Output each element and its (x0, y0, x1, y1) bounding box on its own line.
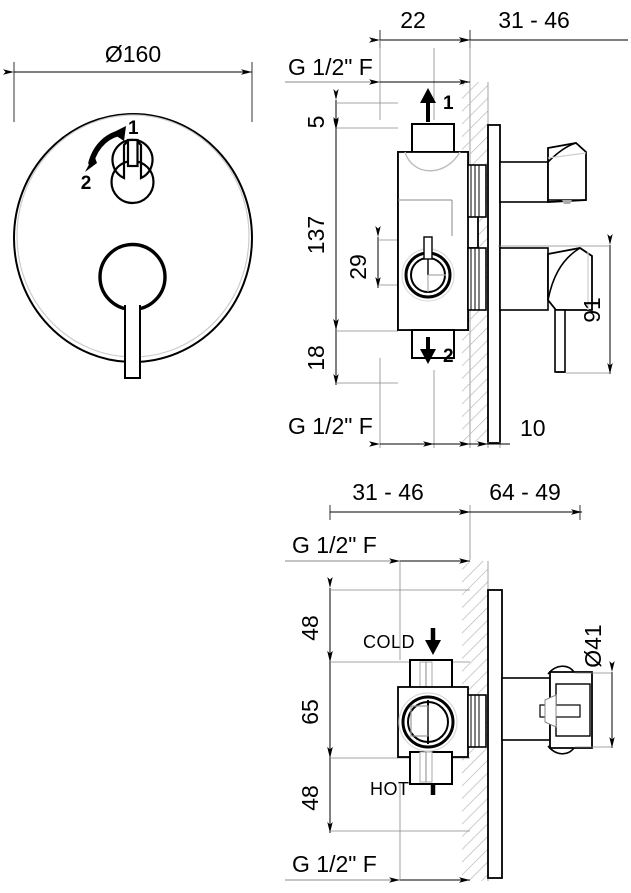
label-plate-diameter: Ø160 (105, 41, 161, 67)
mixer-lever-handle[interactable] (98, 242, 167, 379)
label-top-spacing: 48 (297, 615, 323, 641)
label-depth-range-left-lower: 31 - 46 (352, 479, 424, 505)
label-position-2: 2 (81, 173, 92, 194)
label-depth-range-right-lower: 64 - 49 (489, 479, 561, 505)
dimension-handle-height (498, 234, 613, 374)
label-hot-inlet: HOT (370, 779, 410, 799)
side-section-view-upper: 22 31 - 46 G 1/2" F 5 137 29 (285, 7, 628, 448)
mixer-handle-upper[interactable] (499, 247, 593, 373)
dimension-handle-diameter (575, 661, 615, 748)
valve-body-upper (397, 123, 487, 359)
flow-arrow-cold-icon (425, 628, 441, 655)
diverter-knob[interactable] (110, 138, 155, 205)
dimension-depth-chain-lower (329, 505, 582, 560)
label-position-1: 1 (128, 118, 139, 139)
flow-arrow-outlet-1-icon (420, 88, 436, 122)
label-outlet-2: 2 (443, 346, 454, 367)
label-mid-offset: 29 (345, 254, 371, 280)
label-port-top-lower: G 1/2" F (292, 532, 377, 558)
side-section-view-lower: 31 - 46 64 - 49 G 1/2" F 48 65 48 COLD (285, 479, 615, 883)
dimension-bottom-offset (333, 319, 398, 385)
escutcheon-plate-section-lower (487, 589, 503, 879)
diverter-handle-upper[interactable] (499, 142, 587, 204)
rotation-arrow-icon (85, 126, 126, 172)
valve-body-lower (397, 659, 487, 785)
escutcheon-plate-section-upper (487, 124, 501, 444)
label-bottom-offset: 18 (303, 345, 329, 371)
label-handle-height: 91 (579, 297, 605, 323)
label-plate-thickness: 10 (520, 415, 546, 441)
label-depth-range-upper: 31 - 46 (498, 7, 570, 33)
dimension-plate-diameter (3, 62, 253, 122)
dimension-plate-thickness (369, 358, 510, 448)
label-depth-front-upper: 22 (400, 7, 426, 33)
label-handle-diameter: Ø41 (580, 624, 606, 667)
flow-arrow-outlet-2-icon (420, 337, 436, 364)
label-port-top-upper: G 1/2" F (288, 54, 373, 80)
label-body-height: 137 (303, 216, 329, 254)
label-cold-inlet: COLD (363, 632, 415, 652)
front-view: Ø160 1 2 (3, 41, 253, 379)
label-bottom-spacing: 48 (297, 785, 323, 811)
handle-body-lower[interactable] (501, 665, 593, 755)
label-port-bottom-upper: G 1/2" F (288, 413, 373, 439)
label-port-bottom-lower: G 1/2" F (292, 851, 377, 877)
label-center-spacing: 65 (297, 699, 323, 725)
label-outlet-1: 1 (443, 93, 454, 114)
label-top-offset: 5 (303, 116, 329, 129)
